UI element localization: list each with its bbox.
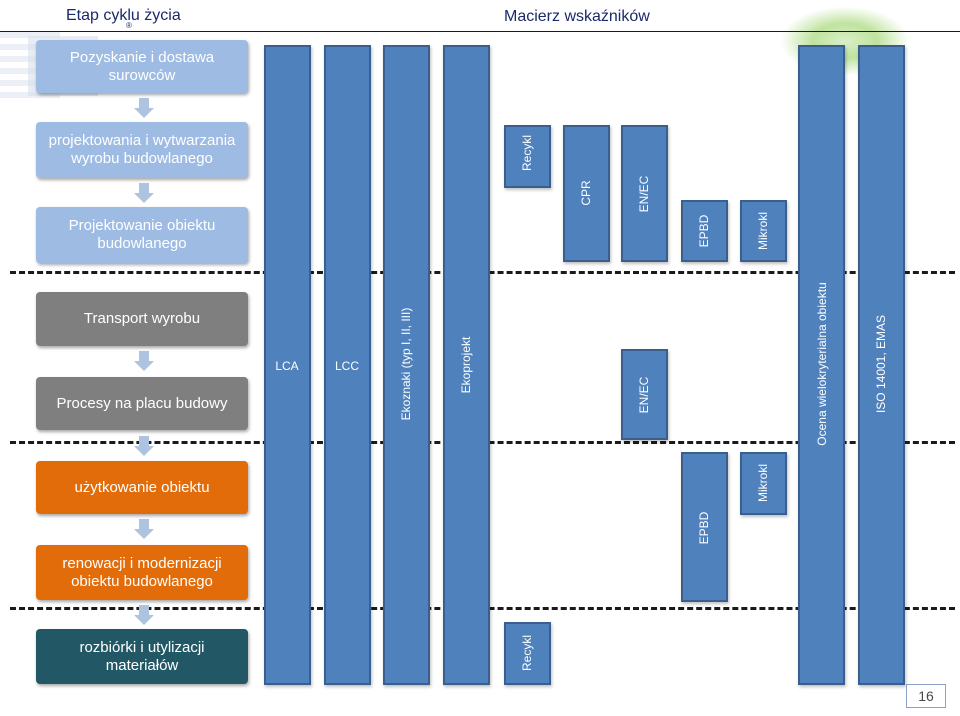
indicator-label-lca: LCA	[275, 359, 299, 373]
indicator-label-en-ec-top: EN/EC	[637, 175, 651, 213]
indicator-label-recykl-top: Recykl	[520, 134, 534, 172]
down-arrow-icon	[134, 98, 154, 118]
indicator-bar-recykl-top	[504, 125, 551, 188]
indicator-bar-ekoznaki	[383, 45, 430, 685]
header-divider	[0, 31, 960, 32]
stage-raw-materials: Pozyskanie i dostawa surowców	[36, 40, 248, 93]
stage-demolition: rozbiórki i utylizacji materiałów	[36, 629, 248, 684]
indicator-label-iso: ISO 14001, EMAS	[874, 314, 888, 414]
indicator-bar-recykl-bottom	[504, 622, 551, 685]
indicator-bar-mikrokl-top	[740, 200, 787, 262]
indicator-bar-iso	[858, 45, 905, 685]
indicator-label-cpr: CPR	[579, 180, 593, 206]
page-number: 16	[906, 684, 946, 708]
indicator-label-epbd-top: EPBD	[697, 214, 711, 248]
indicator-label-mikrokl-top: Mikrokl	[756, 212, 770, 250]
indicator-label-recykl-bottom: Recykl	[520, 634, 534, 672]
indicator-label-ocena: Ocena wielokryterialna obiektu	[815, 282, 829, 446]
stage-renovation: renowacji i modernizacji obiektu budowla…	[36, 545, 248, 600]
down-arrow-icon	[134, 183, 154, 203]
stage-product-design: projektowania i wytwarzania wyrobu budow…	[36, 122, 248, 178]
indicator-label-lcc: LCC	[334, 359, 360, 373]
down-arrow-icon	[134, 605, 154, 625]
indicator-label-ekoprojekt: Ekoprojekt	[459, 336, 473, 394]
indicator-label-mikrokl-bottom: Mikrokl	[756, 464, 770, 502]
indicator-label-en-ec-mid: EN/EC	[637, 376, 651, 414]
indicator-bar-lcc	[324, 45, 371, 685]
down-arrow-icon	[134, 351, 154, 371]
indicator-bar-cpr	[563, 125, 610, 262]
indicator-bar-en-ec-top	[621, 125, 668, 262]
indicator-bar-epbd-bottom	[681, 452, 728, 602]
stage-transport: Transport wyrobu	[36, 292, 248, 346]
indicator-label-epbd-bottom: EPBD	[697, 511, 711, 545]
registered-mark: ®	[126, 21, 132, 30]
down-arrow-icon	[134, 436, 154, 456]
stage-building-design: Projektowanie obiektu budowlanego	[36, 207, 248, 263]
stage-building-use: użytkowanie obiektu	[36, 461, 248, 514]
lifecycle-stage-heading: Etap cyklu życia	[66, 7, 181, 24]
indicator-bar-mikrokl-bottom	[740, 452, 787, 515]
indicator-bar-ekoprojekt	[443, 45, 490, 685]
indicator-bar-lca	[264, 45, 311, 685]
indicator-bar-epbd-top	[681, 200, 728, 262]
indicator-matrix-heading: Macierz wskaźników	[504, 8, 650, 25]
indicator-bar-en-ec-mid	[621, 349, 668, 440]
stage-construction-site: Procesy na placu budowy	[36, 377, 248, 430]
indicator-bar-ocena	[798, 45, 845, 685]
indicator-label-ekoznaki: Ekoznaki (typ I, II, III)	[399, 307, 413, 421]
down-arrow-icon	[134, 519, 154, 539]
